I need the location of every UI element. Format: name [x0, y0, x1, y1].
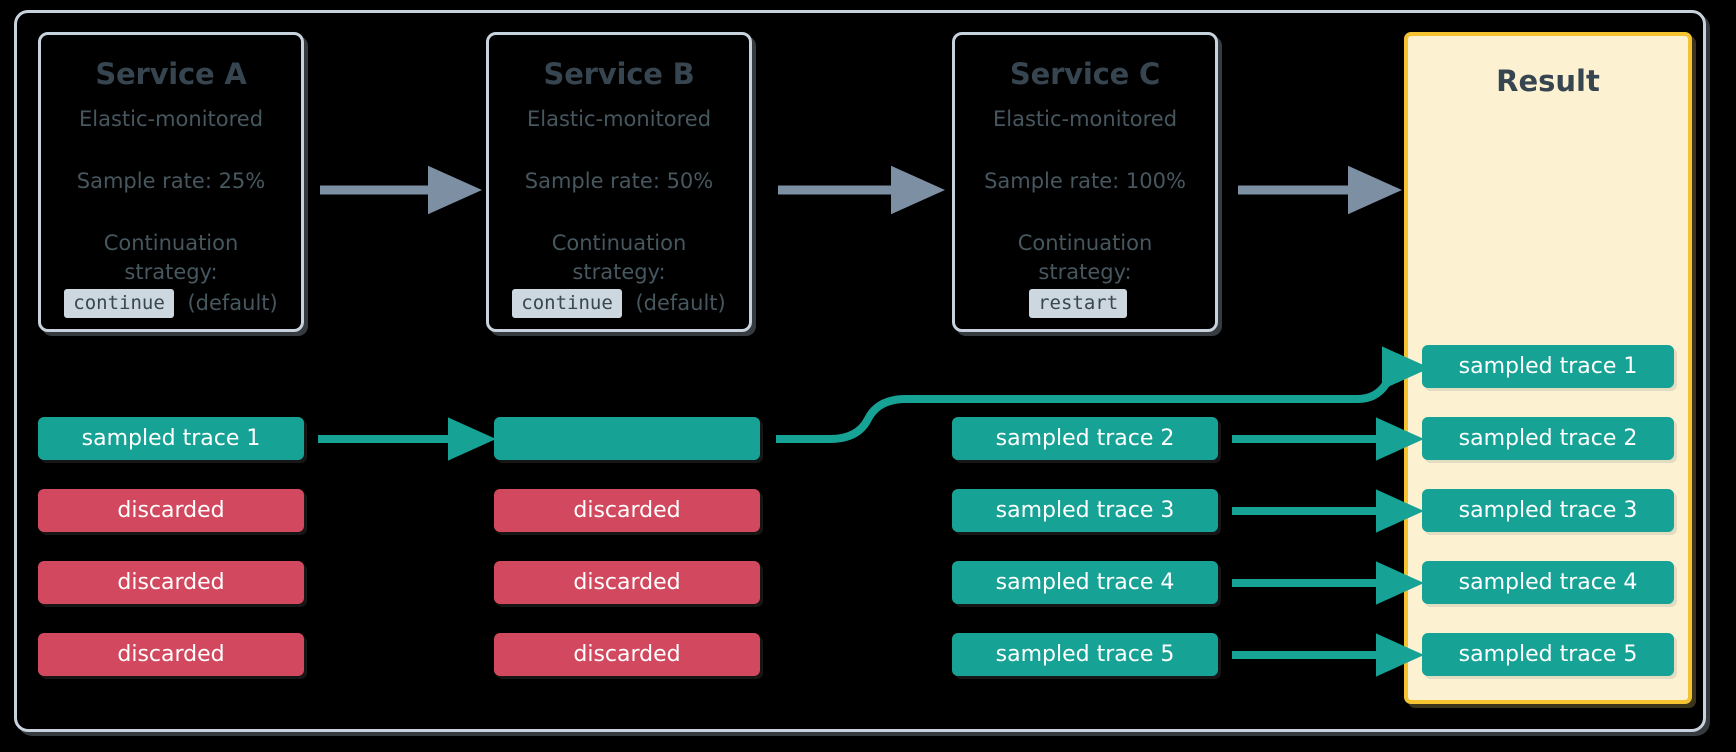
result-trace-3: sampled trace 3 — [1422, 489, 1674, 532]
service-a-trace-3: discarded — [38, 561, 304, 604]
service-b-trace-2: discarded — [494, 489, 760, 532]
service-a-strategy-row: continue (default) — [41, 288, 301, 318]
service-c-strategy-row: restart — [955, 288, 1215, 318]
service-c-strategy-label-line1: Continuation — [1017, 231, 1153, 255]
service-c-sample-rate: Sample rate: 100% — [984, 169, 1186, 193]
service-c-trace-2: sampled trace 2 — [952, 417, 1218, 460]
service-a-strategy-value: continue — [64, 288, 174, 318]
service-b-strategy-value: continue — [512, 288, 622, 318]
service-a-trace-2: discarded — [38, 489, 304, 532]
service-b-subtitle: Elastic-monitored — [526, 107, 712, 131]
service-b-sample-rate: Sample rate: 50% — [524, 169, 714, 193]
service-a-sample-rate: Sample rate: 25% — [76, 169, 266, 193]
service-c-trace-4: sampled trace 4 — [952, 561, 1218, 604]
diagram-outer-frame — [14, 10, 1706, 732]
service-a-title: Service A — [95, 57, 247, 91]
service-b-trace-1 — [494, 417, 760, 460]
service-c-strategy-label-line2: strategy: — [1038, 259, 1132, 284]
service-c-title: Service C — [1009, 57, 1161, 91]
service-a-trace-1: sampled trace 1 — [38, 417, 304, 460]
service-a-trace-4: discarded — [38, 633, 304, 676]
service-b-trace-3: discarded — [494, 561, 760, 604]
service-c-subtitle: Elastic-monitored — [992, 107, 1178, 131]
service-b-strategy-label-line1: Continuation — [551, 231, 687, 255]
service-c-strategy-value: restart — [1029, 288, 1128, 318]
service-b-strategy-row: continue (default) — [489, 288, 749, 318]
result-trace-1: sampled trace 1 — [1422, 345, 1674, 388]
service-b-trace-4: discarded — [494, 633, 760, 676]
result-trace-4: sampled trace 4 — [1422, 561, 1674, 604]
service-card-service-a: Service A Elastic-monitored Sample rate:… — [38, 32, 304, 332]
service-b-strategy-label-line2: strategy: — [572, 259, 666, 284]
result-title: Result — [1496, 64, 1600, 98]
result-trace-5: sampled trace 5 — [1422, 633, 1674, 676]
service-a-strategy-label-line1: Continuation — [103, 231, 239, 255]
result-trace-2: sampled trace 2 — [1422, 417, 1674, 460]
service-card-service-c: Service C Elastic-monitored Sample rate:… — [952, 32, 1218, 332]
service-card-service-b: Service B Elastic-monitored Sample rate:… — [486, 32, 752, 332]
service-b-title: Service B — [543, 57, 695, 91]
service-a-subtitle: Elastic-monitored — [78, 107, 264, 131]
service-c-trace-3: sampled trace 3 — [952, 489, 1218, 532]
service-b-strategy-note: (default) — [635, 291, 726, 316]
service-a-strategy-note: (default) — [187, 291, 278, 316]
service-c-trace-5: sampled trace 5 — [952, 633, 1218, 676]
service-a-strategy-label-line2: strategy: — [124, 259, 218, 284]
